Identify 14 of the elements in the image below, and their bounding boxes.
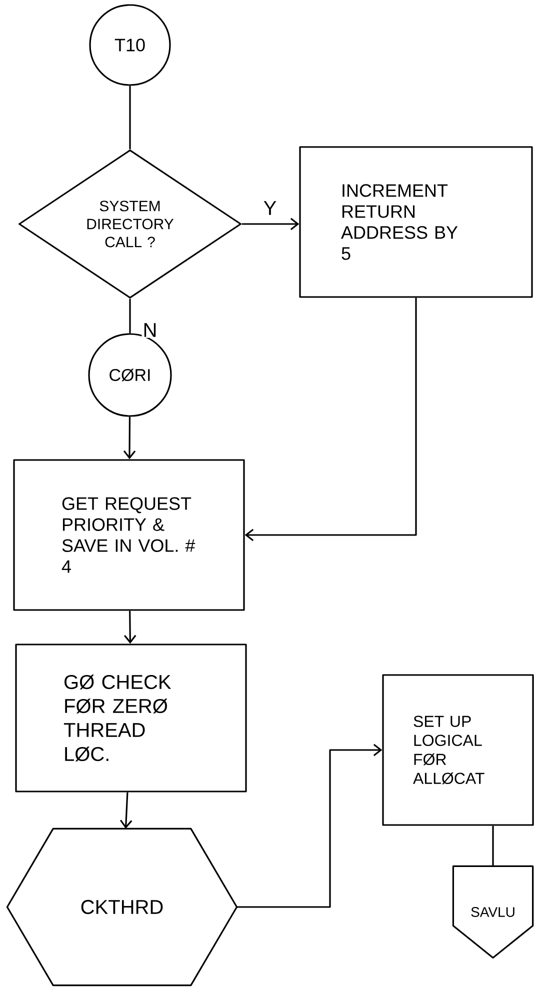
process-box: GET REQUEST PRIORITY & SAVE IN VOL. # 4 bbox=[13, 459, 245, 611]
arrow bbox=[236, 744, 382, 908]
arrow bbox=[120, 792, 132, 829]
arrow bbox=[244, 298, 417, 542]
process-box: INCREMENT RETURN ADDRESS BY 5 bbox=[299, 146, 533, 298]
arrow bbox=[124, 610, 136, 644]
edge-label: Y bbox=[262, 200, 278, 216]
arrow bbox=[242, 218, 300, 230]
edge-label: N bbox=[142, 322, 158, 338]
subroutine-hexagon: CKTHRD bbox=[6, 828, 238, 986]
process-box: GØ CHECK FØR ZERØ THREAD LØC. bbox=[15, 644, 247, 792]
arrow bbox=[123, 416, 136, 460]
process-box: SET UP LOGICAL FØR ALLØCAT bbox=[382, 674, 534, 826]
offpage-connector: SAVLU bbox=[452, 865, 534, 959]
